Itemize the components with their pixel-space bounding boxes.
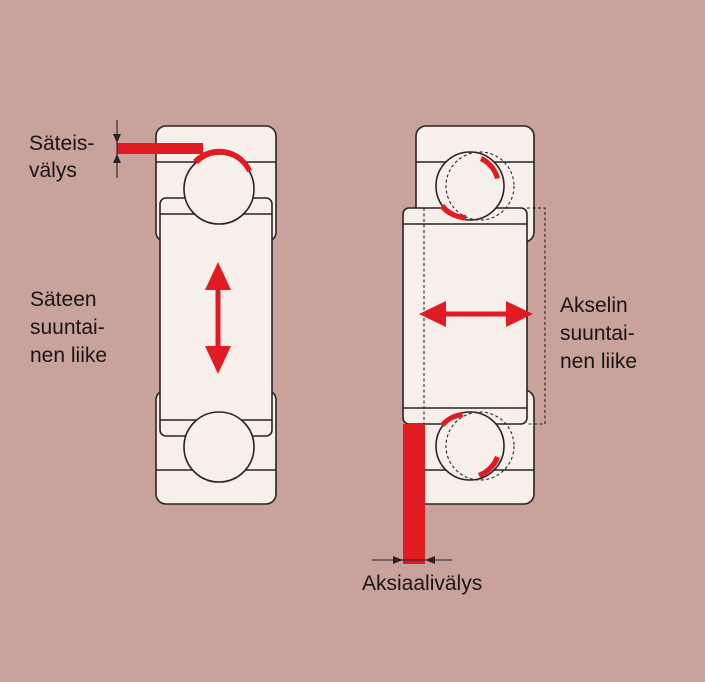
left-bearing bbox=[155, 125, 277, 505]
axial-clearance-label: Aksiaalivälys bbox=[362, 572, 482, 595]
axial-motion-arrow bbox=[419, 301, 533, 327]
left-radial-clearance-crescent bbox=[193, 148, 252, 172]
right-top-crescent-b bbox=[440, 204, 466, 221]
right-top-ball bbox=[435, 151, 505, 221]
axial-clearance-indicator bbox=[372, 424, 452, 564]
radial-clearance-label: Säteis- välys bbox=[29, 132, 100, 182]
left-bottom-ball bbox=[183, 411, 255, 483]
radial-motion-arrow bbox=[205, 262, 231, 374]
right-bearing bbox=[402, 125, 546, 505]
radial-motion-label: Säteen suuntai- nen liike bbox=[30, 288, 111, 367]
radial-clearance-indicator bbox=[113, 120, 203, 178]
axial-motion-label: Akselin suuntai- nen liike bbox=[560, 294, 641, 373]
right-bottom-ball bbox=[435, 411, 505, 481]
right-top-crescent-a bbox=[480, 156, 500, 179]
right-bottom-crescent-b bbox=[478, 456, 500, 478]
right-bottom-crescent-a bbox=[440, 412, 463, 427]
